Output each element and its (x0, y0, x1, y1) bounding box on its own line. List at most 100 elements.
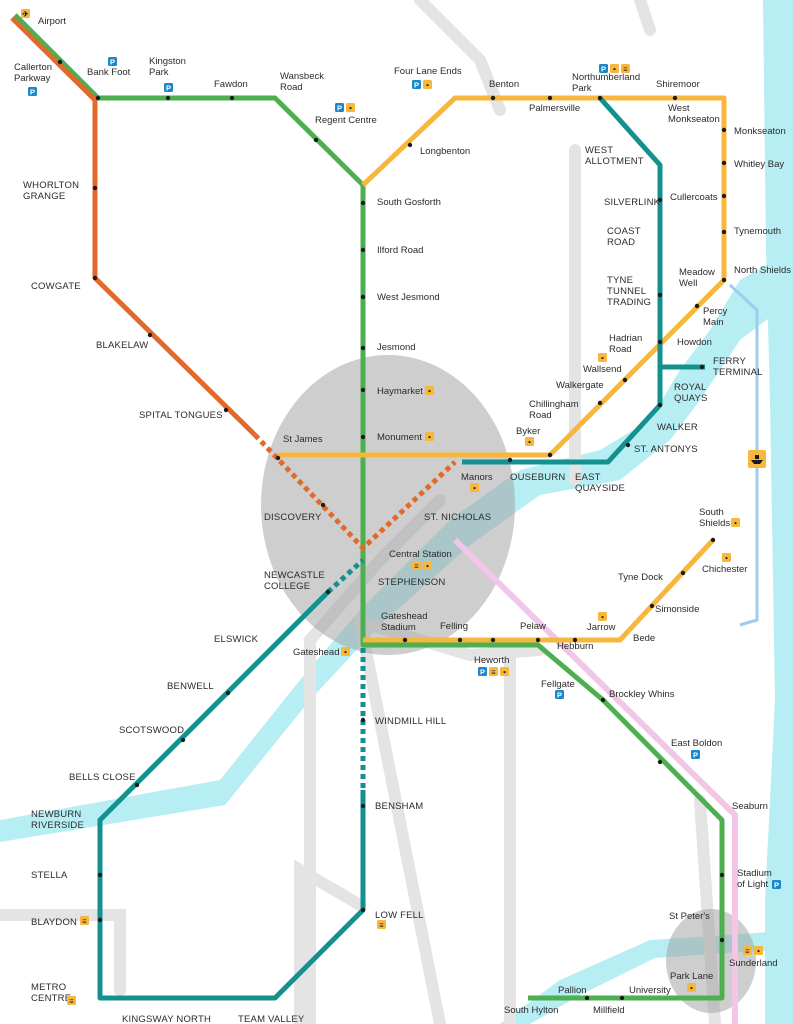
station-stop[interactable] (719, 937, 725, 943)
station-label-four-lane-ends[interactable]: Four Lane Ends (394, 66, 462, 77)
station-label-longbenton[interactable]: Longbenton (420, 146, 470, 157)
station-stop[interactable] (619, 995, 625, 1001)
station-label-tynemouth[interactable]: Tynemouth (734, 226, 781, 237)
station-label-st-james[interactable]: St James (283, 434, 323, 445)
station-label-benwell[interactable]: BENWELL (167, 681, 214, 692)
station-stop[interactable] (721, 193, 727, 199)
station-stop[interactable] (360, 387, 366, 393)
station-label-st-peters[interactable]: St Peter's (669, 911, 710, 922)
station-stop[interactable] (97, 872, 103, 878)
station-label-fawdon[interactable]: Fawdon (214, 79, 248, 90)
station-label-st-antonys[interactable]: ST. ANTONYS (634, 444, 698, 455)
station-label-heworth[interactable]: Heworth (474, 655, 509, 666)
station-stop[interactable] (165, 95, 171, 101)
station-stop[interactable] (134, 782, 140, 788)
station-label-kingsway-north[interactable]: KINGSWAY NORTH (122, 1014, 211, 1024)
station-label-regent-centre[interactable]: Regent Centre (315, 115, 377, 126)
station-label-discovery[interactable]: DISCOVERY (264, 512, 322, 523)
station-label-windmill-hill[interactable]: WINDMILL HILL (375, 716, 446, 727)
station-stop[interactable] (584, 995, 590, 1001)
station-stop[interactable] (721, 160, 727, 166)
station-label-whitley-bay[interactable]: Whitley Bay (734, 159, 784, 170)
station-stop[interactable] (721, 229, 727, 235)
station-stop[interactable] (672, 95, 678, 101)
station-label-east-boldon[interactable]: East Boldon (671, 738, 722, 749)
station-stop[interactable] (223, 407, 229, 413)
station-stop[interactable] (622, 377, 628, 383)
station-stop[interactable] (694, 303, 700, 309)
station-stop[interactable] (657, 339, 663, 345)
station-label-park-lane[interactable]: Park Lane (670, 971, 713, 982)
station-label-south-gosforth[interactable]: South Gosforth (377, 197, 441, 208)
station-label-haymarket[interactable]: Haymarket (377, 386, 423, 397)
station-stop[interactable] (721, 277, 727, 283)
station-stop[interactable] (92, 275, 98, 281)
station-stop[interactable] (719, 872, 725, 878)
station-stop[interactable] (547, 95, 553, 101)
station-label-sunderland[interactable]: Sunderland (729, 958, 778, 969)
station-stop[interactable] (225, 690, 231, 696)
station-stop[interactable] (95, 95, 101, 101)
station-stop[interactable] (699, 364, 705, 370)
station-label-scotswood[interactable]: SCOTSWOOD (119, 725, 184, 736)
station-label-cullercoats[interactable]: Cullercoats (670, 192, 718, 203)
station-stop[interactable] (597, 95, 603, 101)
station-stop[interactable] (360, 717, 366, 723)
station-label-byker[interactable]: Byker (516, 426, 540, 437)
station-stop[interactable] (572, 637, 578, 643)
station-label-north-shields[interactable]: North Shields (734, 265, 791, 276)
station-label-team-valley[interactable]: TEAM VALLEY (238, 1014, 305, 1024)
station-label-monkseaton[interactable]: Monkseaton (734, 126, 786, 137)
station-label-monument[interactable]: Monument (377, 432, 422, 443)
station-label-blakelaw[interactable]: BLAKELAW (96, 340, 148, 351)
station-label-bede[interactable]: Bede (633, 633, 655, 644)
station-stop[interactable] (657, 292, 663, 298)
station-stop[interactable] (275, 455, 281, 461)
station-stop[interactable] (625, 442, 631, 448)
station-stop[interactable] (360, 434, 366, 440)
station-stop[interactable] (92, 185, 98, 191)
station-stop[interactable] (402, 637, 408, 643)
station-stop[interactable] (360, 200, 366, 206)
station-stop[interactable] (657, 197, 663, 203)
station-stop[interactable] (360, 907, 366, 913)
station-label-howdon[interactable]: Howdon (677, 337, 712, 348)
station-label-hebburn[interactable]: Hebburn (557, 641, 593, 652)
station-label-stella[interactable]: STELLA (31, 870, 68, 881)
station-label-university[interactable]: University (629, 985, 671, 996)
station-label-west-jesmond[interactable]: West Jesmond (377, 292, 440, 303)
station-label-brockley-whins[interactable]: Brockley Whins (609, 689, 675, 700)
station-label-stephenson[interactable]: STEPHENSON (378, 577, 445, 588)
station-stop[interactable] (360, 247, 366, 253)
station-label-tyne-dock[interactable]: Tyne Dock (618, 572, 663, 583)
station-label-south-hylton[interactable]: South Hylton (504, 1005, 558, 1016)
station-stop[interactable] (649, 603, 655, 609)
station-label-elswick[interactable]: ELSWICK (214, 634, 259, 645)
station-stop[interactable] (325, 589, 331, 595)
station-label-seaburn[interactable]: Seaburn (732, 801, 768, 812)
station-label-gateshead[interactable]: Gateshead (293, 647, 339, 658)
station-stop[interactable] (229, 95, 235, 101)
station-label-walker[interactable]: WALKER (657, 422, 698, 433)
station-stop[interactable] (535, 637, 541, 643)
station-stop[interactable] (507, 457, 513, 463)
station-stop[interactable] (597, 400, 603, 406)
station-label-pelaw[interactable]: Pelaw (520, 621, 546, 632)
